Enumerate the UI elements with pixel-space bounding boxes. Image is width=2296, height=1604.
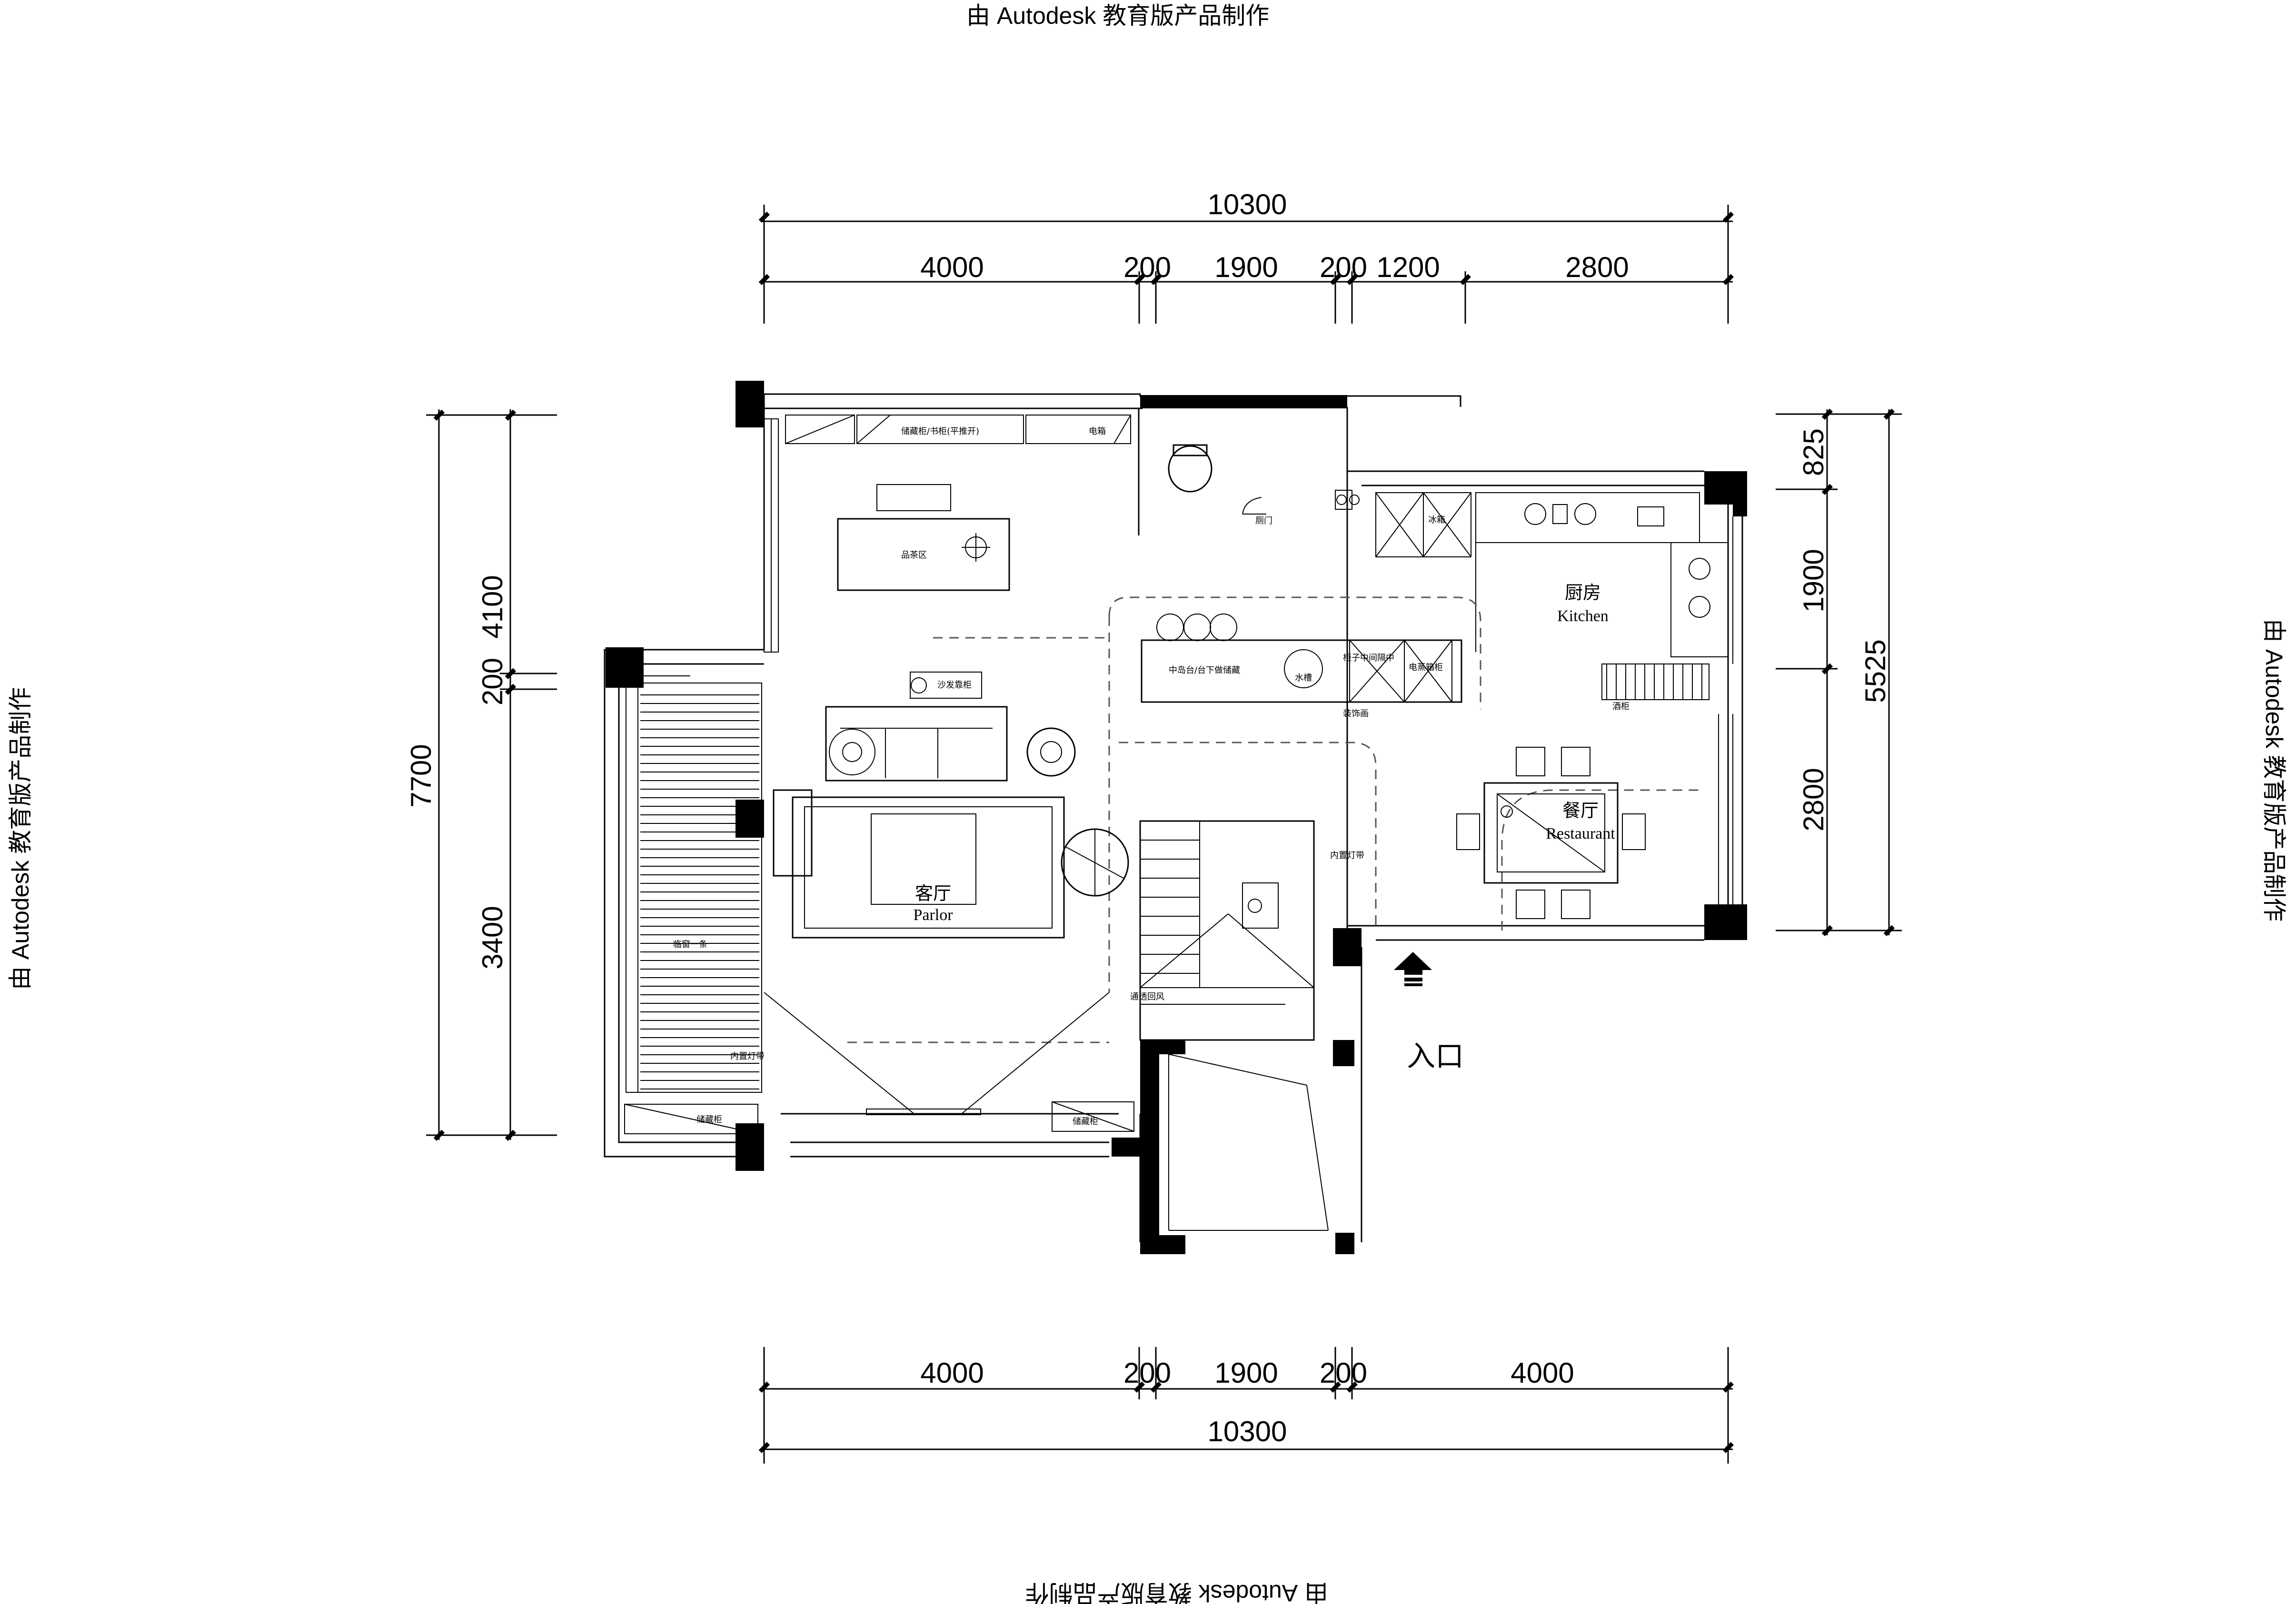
dim-top-seg-2: 200: [1123, 251, 1171, 283]
entrance-arrow-icon: [1394, 952, 1432, 986]
label-oven: 电蒸箱柜: [1409, 663, 1443, 673]
dim-left-seg-1: 4100: [477, 575, 508, 638]
window-right: [1718, 516, 1733, 904]
dim-bottom-seg-5: 4000: [1511, 1357, 1574, 1389]
tea-table: [837, 484, 1010, 591]
room-living-cn: 客厅: [915, 884, 951, 904]
label-storage-left: 储藏柜: [696, 1115, 722, 1125]
dimension-bottom: 4000 200 1900 200 4000 10300: [758, 1347, 1734, 1464]
dining-table: [1456, 747, 1646, 919]
label-light-strip-1: 内置灯带: [730, 1051, 765, 1061]
label-sink: 水槽: [1295, 673, 1312, 683]
room-dining-cn: 餐厅: [1562, 801, 1599, 821]
label-fridge: 冰箱: [1428, 515, 1445, 525]
window-left-top: [764, 418, 779, 653]
dimension-right: 825 1900 2800 5525: [1776, 408, 1902, 937]
watermark-bottom: 由 Autodesk 教育版产品制作: [1025, 1580, 1328, 1604]
room-kitchen-cn: 厨房: [1565, 583, 1601, 603]
staircase: [1139, 820, 1329, 1231]
label-tv: 电箱: [1089, 426, 1106, 436]
dim-top-seg-4: 200: [1320, 251, 1367, 283]
watermark-left: 由 Autodesk 教育版产品制作: [7, 687, 34, 990]
toilet: [1168, 444, 1360, 515]
room-living-en: Parlor: [913, 906, 953, 924]
label-sofa-cabinet: 沙发靠柜: [937, 680, 972, 690]
label-island: 中岛台/台下做储藏: [1169, 665, 1240, 675]
sofa: [825, 706, 1129, 897]
dimension-left: 7700 4100 200 3400: [405, 409, 557, 1141]
dim-right-seg-3: 2800: [1798, 768, 1829, 831]
dim-top-seg-5: 1200: [1376, 251, 1440, 283]
island: [1141, 614, 1462, 703]
room-dining-en: Restaurant: [1546, 825, 1615, 842]
dim-right-seg-2: 1900: [1798, 549, 1829, 612]
watermark-right: 由 Autodesk 教育版产品制作: [2261, 619, 2287, 921]
dim-top-seg-6: 2800: [1565, 251, 1629, 283]
bay-window: [625, 675, 762, 1093]
dim-left-seg-3: 3400: [477, 906, 508, 969]
label-wine-cabinet: 酒柜: [1612, 702, 1630, 712]
fridge: [1375, 492, 1471, 557]
label-toilet-door: 厕门: [1255, 516, 1272, 526]
dim-left-seg-2: 200: [477, 658, 508, 705]
label-tea-area: 品茶区: [901, 550, 927, 560]
dim-top-total: 10300: [1208, 188, 1287, 220]
entrance-label: 入口: [1407, 1040, 1464, 1073]
dim-bottom-seg-3: 1900: [1214, 1357, 1278, 1389]
room-kitchen-en: Kitchen: [1557, 607, 1609, 625]
sofa-cabinet: [910, 672, 982, 699]
label-decoration: 装饰画: [1343, 709, 1369, 719]
watermark-top: 由 Autodesk 教育版产品制作: [966, 2, 1269, 29]
dim-bottom-total: 10300: [1208, 1416, 1287, 1447]
top-cabinets: [785, 415, 1131, 444]
dim-bottom-seg-4: 200: [1320, 1357, 1367, 1389]
dim-top-seg-3: 1900: [1214, 251, 1278, 283]
wine-cabinet: [1601, 663, 1710, 700]
living-rug: [773, 729, 1065, 939]
dimension-top: 10300 4000 200 1900 200 1200 2800: [758, 188, 1734, 324]
kitchen-counter: [1475, 492, 1729, 657]
dim-bottom-seg-2: 200: [1123, 1357, 1171, 1389]
dim-left-total: 7700: [405, 744, 437, 807]
label-cabinet-mid: 柜子中间隔中: [1343, 653, 1394, 663]
dim-right-seg-1: 825: [1798, 428, 1829, 476]
dim-bottom-seg-1: 4000: [920, 1357, 984, 1389]
label-bay-window: 临窗一条: [673, 940, 707, 950]
label-storage-book: 储藏柜/书柜(平推开): [901, 426, 979, 436]
label-ventilation: 通透回风: [1130, 992, 1164, 1002]
label-storage-right: 储藏柜: [1073, 1117, 1098, 1127]
label-light-strip-2: 内置灯带: [1330, 851, 1364, 861]
ceiling-outline: [847, 596, 1704, 1043]
bottom-storage: [624, 992, 1134, 1134]
dim-right-total: 5525: [1859, 639, 1891, 703]
dim-top-seg-1: 4000: [920, 251, 984, 283]
